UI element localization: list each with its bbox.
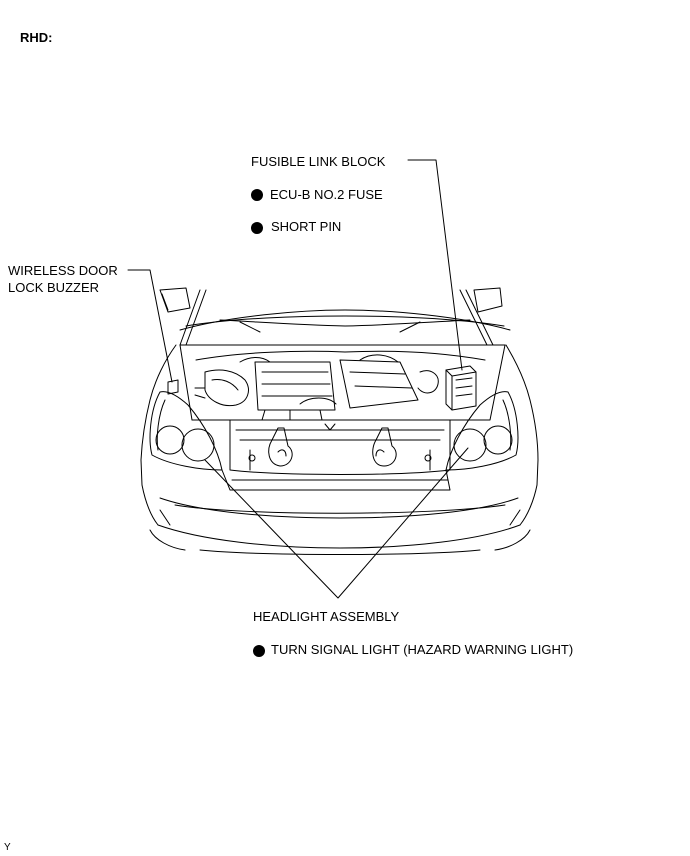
headlight-assembly-label: HEADLIGHT ASSEMBLY xyxy=(253,609,400,624)
diagram-title: RHD: xyxy=(20,30,53,45)
side-mirrors xyxy=(159,287,503,313)
fusible-link-leader xyxy=(407,159,463,371)
car-body xyxy=(140,344,539,555)
wireless-door-label-line1: WIRELESS DOOR xyxy=(8,263,118,278)
short-pin-bullet xyxy=(251,222,263,234)
wireless-door-leader xyxy=(127,269,173,383)
headlight-leader xyxy=(204,447,469,599)
front-bumper xyxy=(174,469,506,514)
right-horn xyxy=(372,427,397,467)
figure-code: Y xyxy=(4,842,11,853)
fusible-link-block-label: FUSIBLE LINK BLOCK xyxy=(251,154,386,169)
headlight-left xyxy=(149,391,223,471)
leader-lines xyxy=(127,159,469,599)
turn-signal-label: TURN SIGNAL LIGHT (HAZARD WARNING LIGHT) xyxy=(271,642,574,657)
headlight-right xyxy=(445,391,519,471)
engine-bay xyxy=(167,344,506,421)
fusible-link-box xyxy=(445,365,477,411)
emblem xyxy=(324,423,336,431)
open-hood xyxy=(179,289,511,346)
wireless-door-label-line2: LOCK BUZZER xyxy=(8,280,100,295)
radiator-support xyxy=(229,419,451,475)
turn-signal-bullet xyxy=(253,645,265,657)
ecu-b-fuse-label: ECU-B NO.2 FUSE xyxy=(270,187,383,202)
left-horn xyxy=(268,427,293,467)
short-pin-label: SHORT PIN xyxy=(271,219,342,234)
wireless-door-lock-buzzer xyxy=(167,379,179,395)
ecu-b-fuse-bullet xyxy=(251,189,263,201)
